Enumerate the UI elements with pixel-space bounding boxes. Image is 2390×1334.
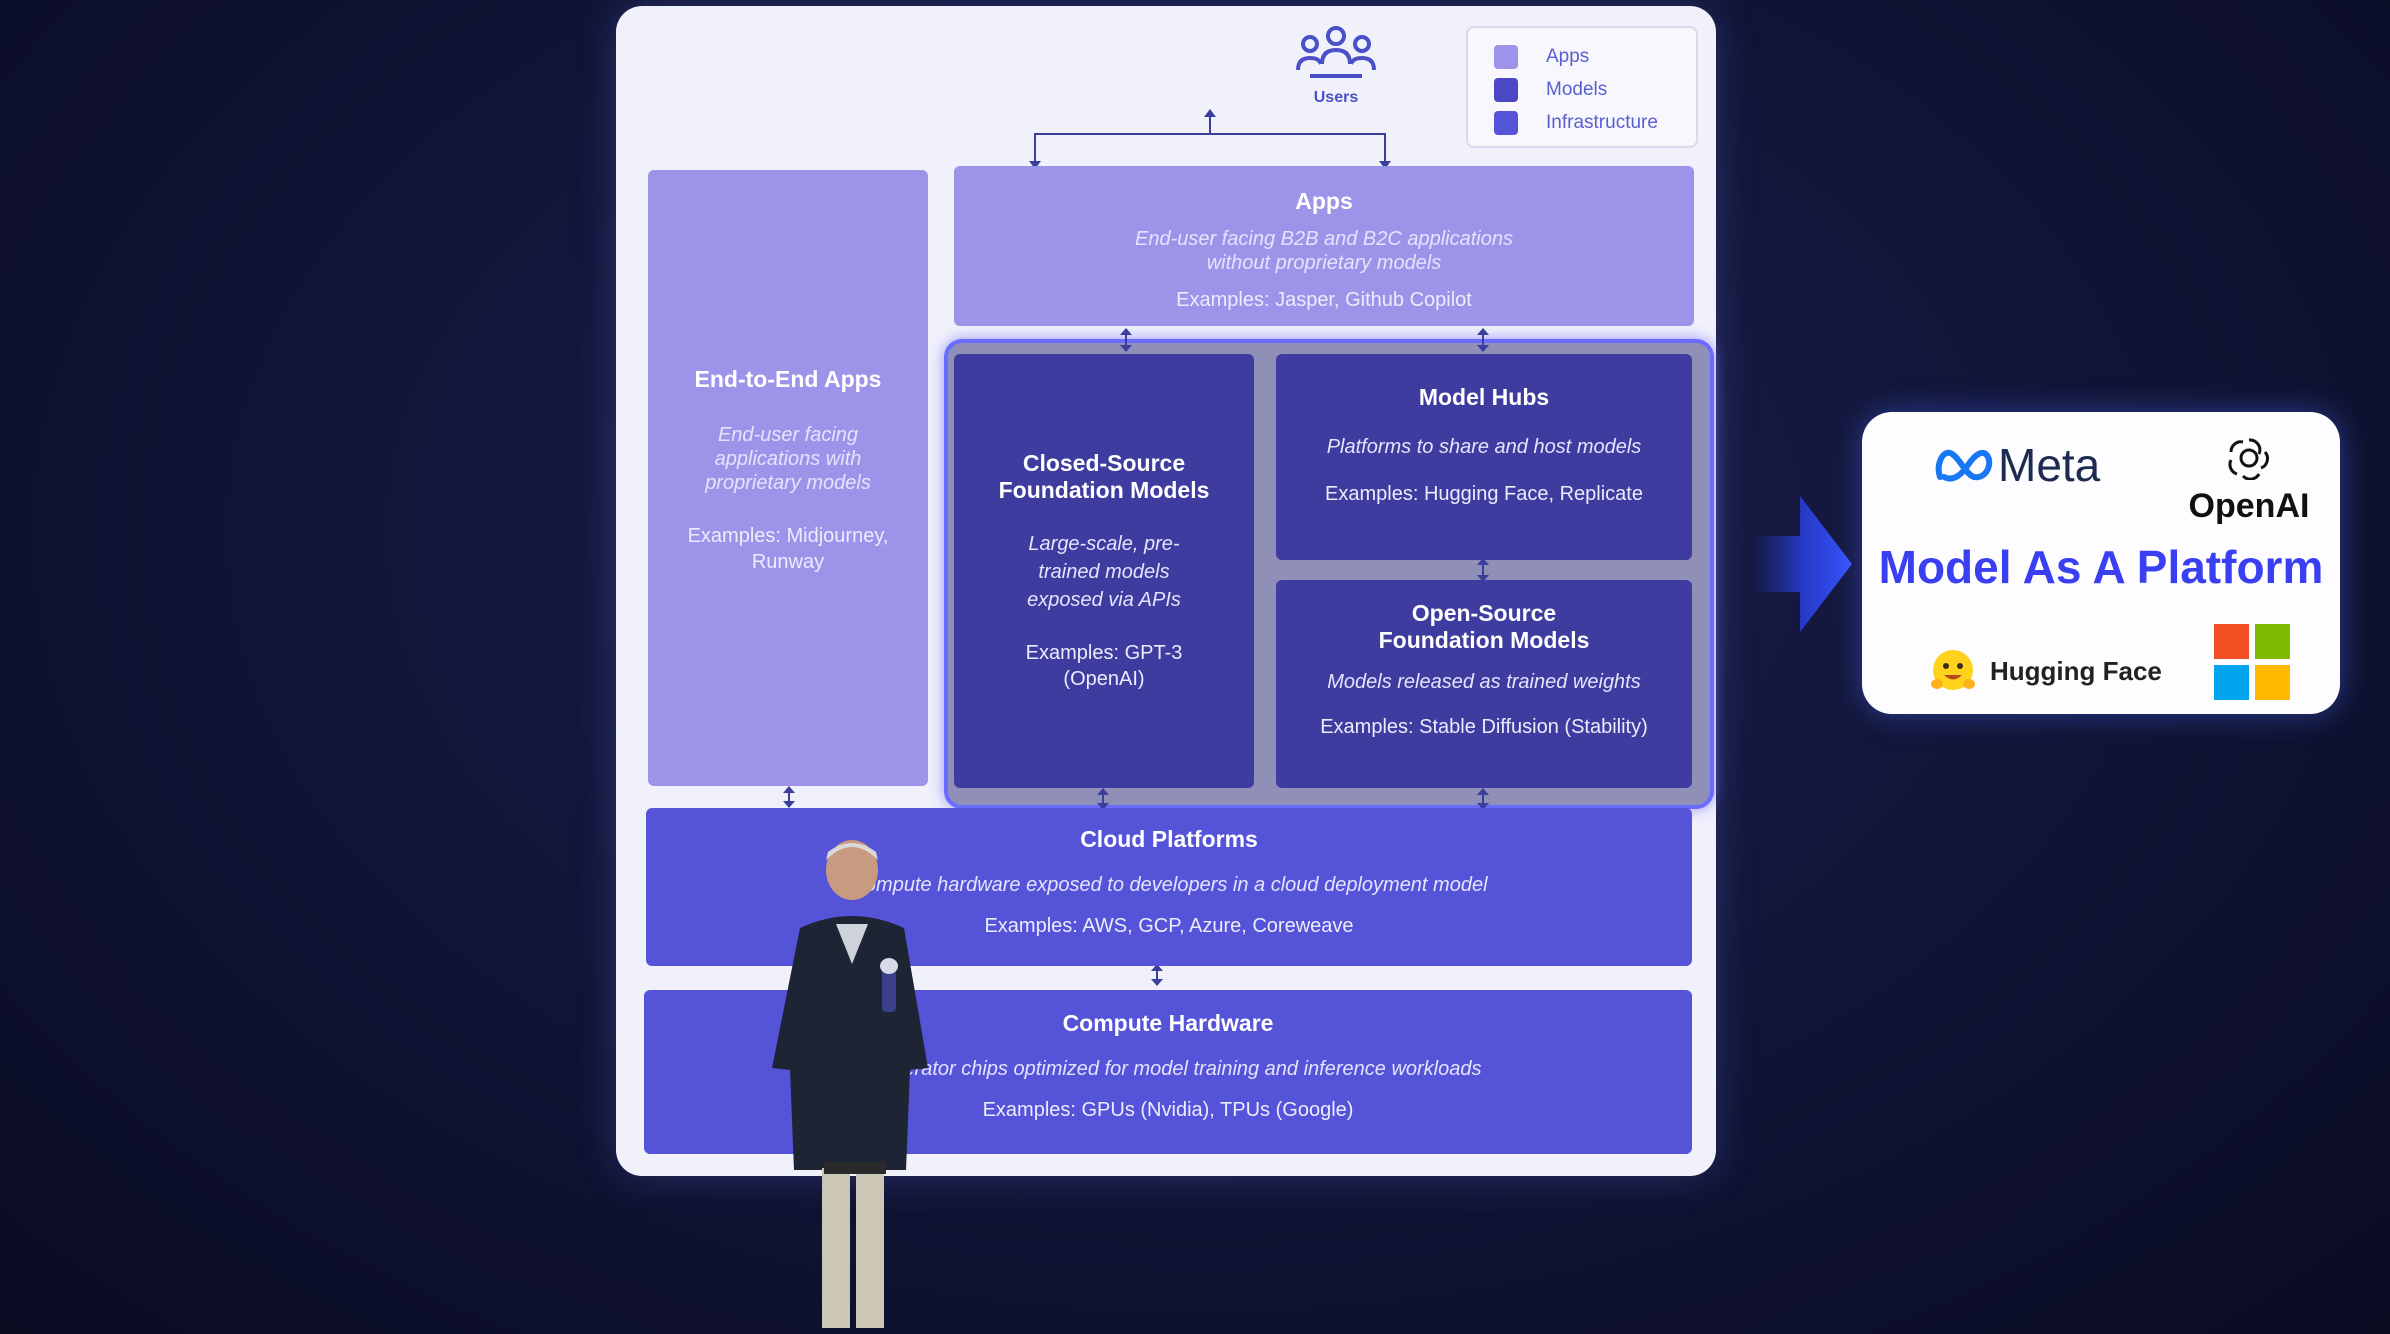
legend-item-infrastructure: Infrastructure: [1494, 111, 1658, 135]
open-source-models-box: Open-Source Foundation Models Models rel…: [1276, 580, 1692, 788]
microsoft-tile: [2214, 624, 2249, 659]
users-connector-horizontal: [1034, 133, 1386, 135]
users-node: Users: [1236, 24, 1436, 107]
openai-icon: [2228, 438, 2270, 481]
legend-swatch-infrastructure: [1494, 111, 1518, 135]
double-arrow-icon: [1120, 328, 1132, 352]
open-source-title: Open-Source Foundation Models: [1378, 600, 1590, 653]
double-arrow-icon: [1477, 328, 1489, 352]
apps-title: Apps: [1295, 188, 1353, 214]
legend-label: Apps: [1546, 46, 1590, 67]
double-arrow-icon: [1477, 788, 1489, 810]
cloud-platforms-examples: Examples: AWS, GCP, Azure, Coreweave: [984, 915, 1354, 937]
closed-source-title: Closed-Source Foundation Models: [998, 450, 1210, 503]
open-source-examples: Examples: Stable Diffusion (Stability): [1320, 716, 1648, 738]
openai-logo: OpenAI: [2174, 436, 2324, 526]
speaker-figure: [772, 840, 928, 1328]
microsoft-tile: [2255, 624, 2290, 659]
legend-swatch-models: [1494, 78, 1518, 102]
meta-label: Meta: [1998, 439, 2101, 491]
model-hubs-box: Model Hubs Platforms to share and host m…: [1276, 354, 1692, 560]
closed-source-models-box: Closed-Source Foundation Models Large-sc…: [954, 354, 1254, 788]
legend-swatch-apps: [1494, 45, 1518, 69]
compute-hardware-title: Compute Hardware: [1062, 1010, 1274, 1036]
arrow-up-icon: [1204, 109, 1216, 117]
users-icon: [1296, 26, 1376, 78]
apps-box: Apps End-user facing B2B and B2C applica…: [954, 166, 1694, 326]
double-arrow-icon: [783, 786, 795, 808]
users-label: Users: [1313, 89, 1359, 106]
platform-brands-card: Meta OpenAI Model As A Platform Hugging …: [1862, 412, 2340, 714]
apps-description: End-user facing B2B and B2C applications…: [1134, 228, 1513, 274]
double-arrow-icon: [1151, 964, 1163, 986]
arrow-right-icon: [1752, 496, 1852, 632]
microsoft-tile: [2255, 665, 2290, 700]
users-connector-stem: [1209, 114, 1211, 134]
legend-label: Infrastructure: [1546, 112, 1658, 133]
model-hubs-title: Model Hubs: [1418, 384, 1550, 410]
end-to-end-apps-examples: Examples: Midjourney, Runway: [687, 525, 889, 573]
openai-label: OpenAI: [2188, 487, 2310, 525]
legend-item-apps: Apps: [1494, 45, 1589, 69]
open-source-description: Models released as trained weights: [1327, 671, 1641, 693]
legend-item-models: Models: [1494, 78, 1607, 102]
cloud-platforms-title: Cloud Platforms: [1080, 826, 1258, 852]
meta-logo: Meta: [1934, 438, 2100, 492]
legend-label: Models: [1546, 79, 1608, 100]
model-as-platform-headline: Model As A Platform: [1878, 541, 2324, 593]
microsoft-logo-icon: [2214, 624, 2290, 700]
hugging-face-logo: Hugging Face: [1928, 646, 2162, 696]
double-arrow-icon: [1097, 788, 1109, 810]
closed-source-examples: Examples: GPT-3 (OpenAI): [1025, 642, 1183, 690]
compute-hardware-description: Accelerator chips optimized for model tr…: [854, 1058, 1482, 1080]
double-arrow-icon: [1477, 558, 1489, 582]
legend: Apps Models Infrastructure: [1466, 26, 1698, 148]
connector-to-e2e: [1034, 133, 1036, 163]
microsoft-tile: [2214, 665, 2249, 700]
end-to-end-apps-description: End-user facing applications with propri…: [705, 424, 871, 494]
arrow-down-icon: [1379, 161, 1391, 169]
closed-source-description: Large-scale, pre-trained models exposed …: [1027, 533, 1181, 611]
arrow-down-icon: [1029, 161, 1041, 169]
hugging-face-emoji-icon: [1931, 650, 1975, 690]
end-to-end-apps-box: End-to-End Apps End-user facing applicat…: [648, 170, 928, 786]
meta-infinity-icon: [1935, 449, 1993, 482]
end-to-end-apps-title: End-to-End Apps: [694, 366, 882, 392]
connector-to-apps: [1384, 133, 1386, 163]
model-hubs-description: Platforms to share and host models: [1326, 436, 1642, 458]
model-hubs-examples: Examples: Hugging Face, Replicate: [1325, 483, 1643, 505]
compute-hardware-examples: Examples: GPUs (Nvidia), TPUs (Google): [982, 1099, 1354, 1121]
cloud-platforms-description: Compute hardware exposed to developers i…: [850, 874, 1488, 896]
apps-examples: Examples: Jasper, Github Copilot: [1176, 289, 1472, 311]
hugging-face-label: Hugging Face: [1990, 655, 2162, 686]
